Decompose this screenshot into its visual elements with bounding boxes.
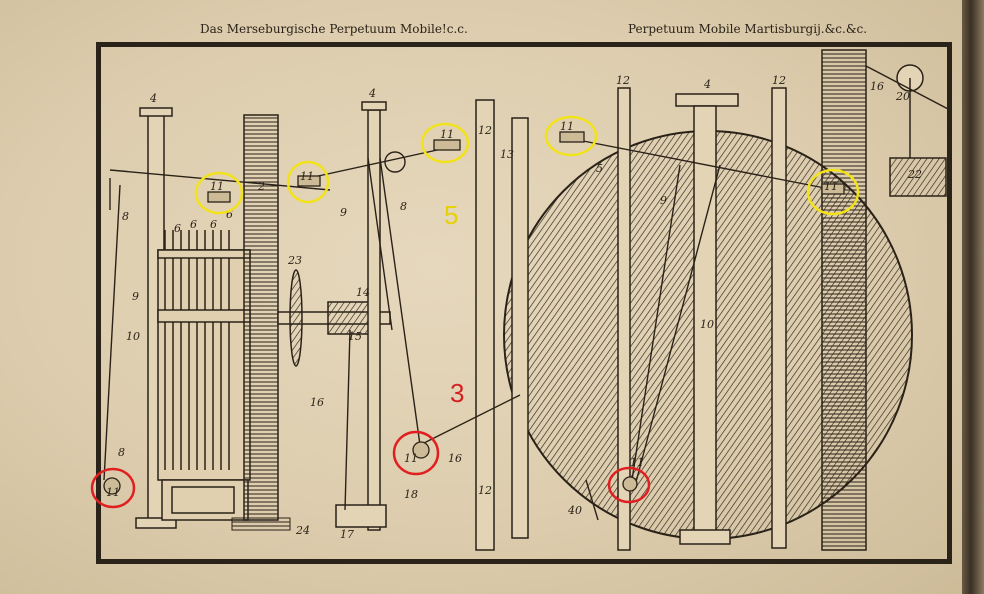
label-11c: 11 [210,180,224,193]
label-16a: 16 [310,396,324,409]
label-6a: 6 [174,222,181,235]
right-tower [821,49,951,551]
label-13: 13 [500,148,514,161]
label-10b: 10 [700,318,714,331]
label-17: 17 [340,528,354,541]
red-circle-3 [607,466,651,504]
yellow-circle-1 [194,171,244,215]
label-14: 14 [356,286,370,299]
yellow-circle-5 [806,168,860,216]
label-16c: 16 [870,80,884,93]
engraving-frame [96,42,952,564]
wheel-pillar [675,93,739,545]
overlay-mark-yellow: 5 [444,200,459,230]
pipe-cabinet [157,230,251,521]
red-circle-2 [392,430,440,476]
red-circle-1 [90,467,136,509]
label-11d: 11 [300,170,314,183]
label-40: 40 [567,504,582,517]
label-4a: 4 [149,92,157,105]
label-12a: 12 [478,124,492,137]
posts-12 [475,87,787,551]
weights [103,131,845,495]
label-6c: 6 [210,218,217,231]
red-highlights [90,430,651,509]
figure-labels: 4 4 4 12 12 12 12 2 5 6 6 6 6 8 8 8 9 9 … [106,74,922,541]
label-24: 24 [295,524,310,537]
axle [277,269,391,367]
label-15: 15 [348,330,362,343]
label-22: 22 [907,168,922,181]
book-spine [962,0,984,594]
label-11g: 11 [824,180,838,193]
label-8a: 8 [122,210,129,223]
label-4c: 4 [703,78,711,91]
header-right-title: Perpetuum Mobile Martisburgij.&c.&c. [628,22,868,36]
label-6d: 6 [226,208,233,221]
label-8b: 8 [400,200,407,213]
label-4b: 4 [368,87,376,100]
label-18: 18 [404,488,418,501]
label-20: 20 [895,90,910,103]
label-5: 5 [596,162,603,175]
label-9a: 9 [132,290,139,303]
overlay-mark-red: 3 [450,378,465,408]
label-9b: 9 [340,206,347,219]
label-9c: 9 [660,194,667,207]
label-6b: 6 [190,218,197,231]
label-12b: 12 [478,484,492,497]
label-16b: 16 [448,452,462,465]
label-11e: 11 [440,128,454,141]
yellow-highlights [194,115,860,216]
label-2: 2 [257,180,265,193]
yellow-circle-2 [286,160,330,204]
label-8c: 8 [118,446,125,459]
label-12c: 12 [616,74,630,87]
label-12d: 12 [772,74,786,87]
label-10a: 10 [126,330,140,343]
label-23: 23 [287,254,302,267]
label-11h: 11 [630,456,644,469]
yellow-circle-3 [420,122,470,164]
label-11f: 11 [560,120,574,133]
label-11b: 11 [404,452,418,465]
middle-pillar [335,101,387,531]
label-11a: 11 [106,486,120,499]
yellow-circle-4 [544,115,598,157]
header-left-title: Das Merseburgische Perpetuum Mobile!c.c. [200,22,468,36]
ropes-and-levers [103,139,836,521]
